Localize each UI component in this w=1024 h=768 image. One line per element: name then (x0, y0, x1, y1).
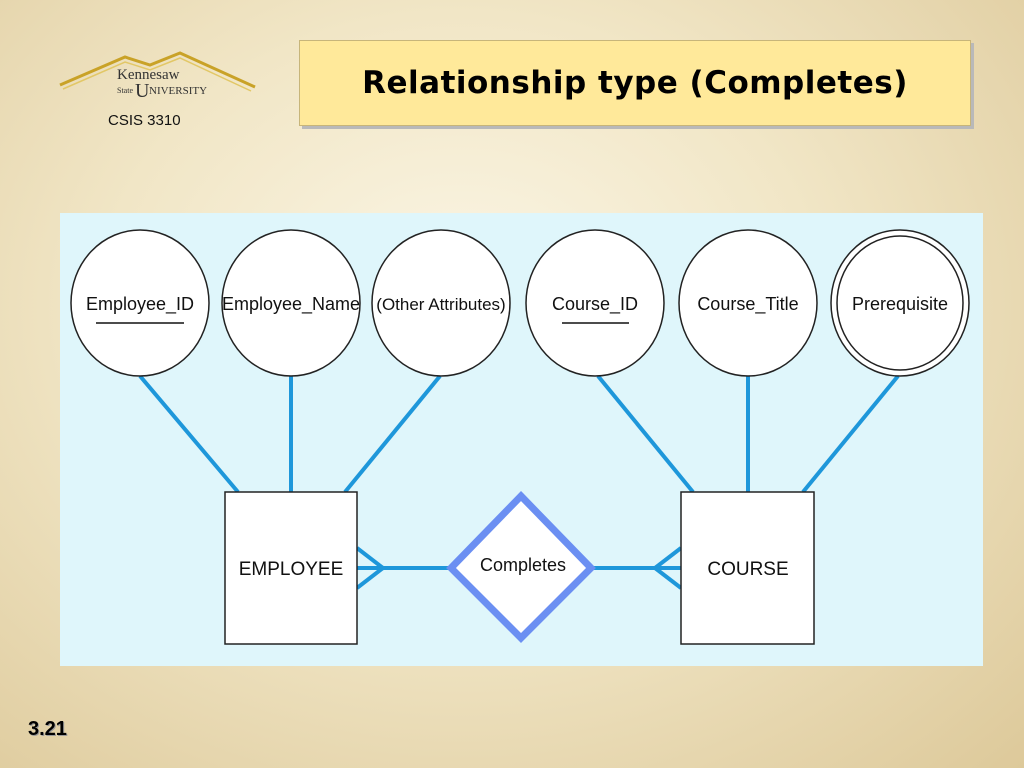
connector-employee-id (138, 374, 240, 494)
crowfoot-course (653, 546, 683, 590)
attribute-employee-id: Employee_ID (70, 229, 210, 377)
attribute-course-id: Course_ID (525, 229, 665, 377)
connectors (138, 374, 900, 590)
title-banner: Relationship type (Completes) (299, 40, 971, 126)
attribute-label: Course_Title (697, 294, 798, 315)
course-code: CSIS 3310 (108, 112, 181, 129)
logo-line2-rest: NIVERSITY (149, 85, 207, 97)
attribute-employee-name: Employee_Name (221, 229, 361, 377)
connector-other-attributes (343, 374, 442, 494)
entity-label: COURSE (707, 559, 788, 580)
logo-line1: Kennesaw (117, 67, 180, 83)
connector-course-id (596, 374, 695, 494)
attribute-label: Employee_ID (86, 294, 194, 315)
logo-line2-initial: U (135, 80, 150, 102)
attribute-course-title: Course_Title (678, 229, 818, 377)
attribute-other-attributes: (Other Attributes) (371, 229, 511, 377)
entity-course: COURSE (680, 491, 815, 645)
relationship-completes: Completes (446, 490, 596, 643)
relationship-label: Completes (480, 555, 566, 575)
er-diagram-panel: Employee_ID Employee_Name (Other Attribu… (60, 213, 983, 666)
entity-employee: EMPLOYEE (224, 491, 358, 645)
attribute-label: Course_ID (552, 294, 638, 315)
attribute-prerequisite-multivalued: Prerequisite (830, 229, 970, 377)
university-logo: Kennesaw State U NIVERSITY (59, 51, 256, 102)
connector-prerequisite (801, 374, 900, 494)
logo-line2-prefix: State (117, 86, 133, 95)
slide-title: Relationship type (Completes) (362, 65, 908, 101)
slide-number: 3.21 (28, 718, 67, 740)
crowfoot-employee (355, 546, 385, 590)
attribute-label: Employee_Name (222, 294, 360, 315)
logo-roof-icon (59, 51, 256, 89)
attribute-label: (Other Attributes) (376, 295, 505, 314)
attribute-label: Prerequisite (852, 294, 948, 314)
logo-roof-shadow (62, 57, 252, 92)
er-diagram: Employee_ID Employee_Name (Other Attribu… (70, 229, 970, 645)
entity-label: EMPLOYEE (239, 559, 344, 580)
